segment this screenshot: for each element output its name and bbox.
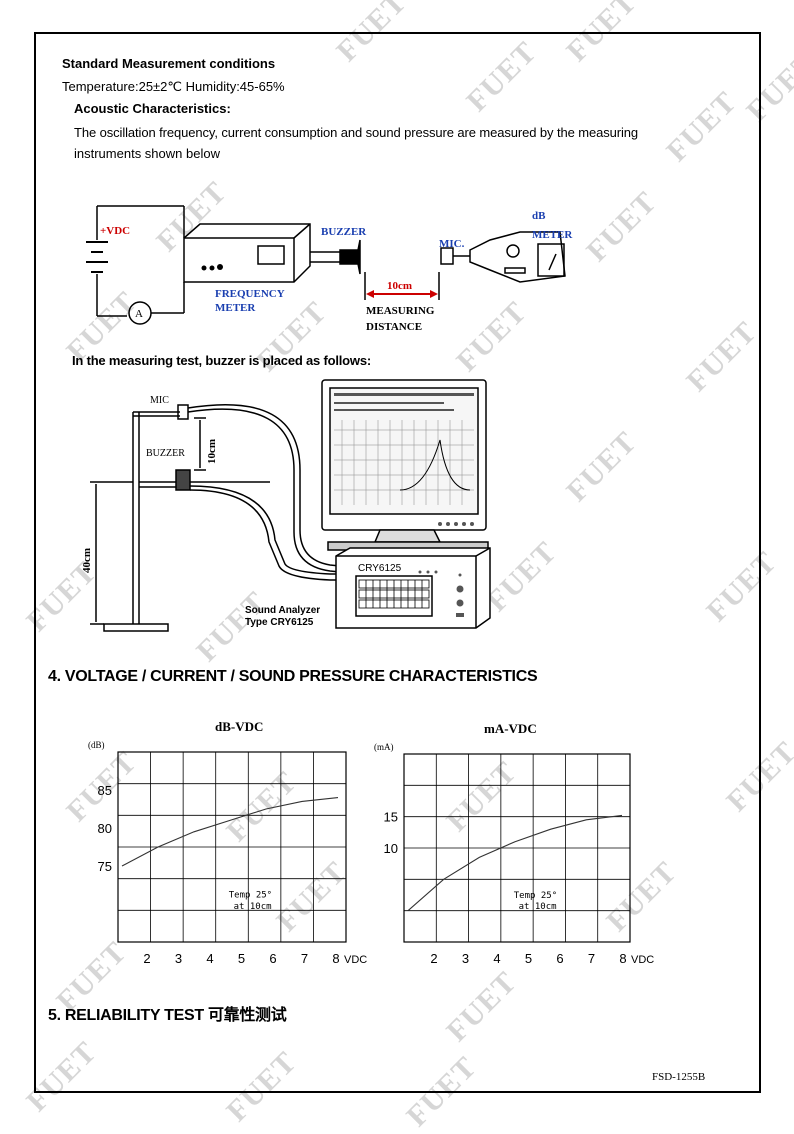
acoustic-heading: Acoustic Characteristics: <box>74 101 231 116</box>
chart-x-tick-label: 4 <box>206 951 213 966</box>
frequency-meter-label-line1: FREQUENCY <box>215 288 285 300</box>
chart-y-tick-label: 80 <box>98 821 112 836</box>
chart-series-line <box>407 814 623 912</box>
db-meter-label-line1: dB <box>532 210 546 222</box>
chart-y-axis-label: (mA) <box>374 742 394 752</box>
setup-buzzer-label: BUZZER <box>146 448 185 459</box>
chart-annotation-line1: Temp 25° <box>229 891 272 901</box>
setup-height-label: 40cm <box>81 548 93 573</box>
chart-x-axis-label: VDC <box>631 954 654 966</box>
section5-title: 5. RELIABILITY TEST 可靠性测试 <box>48 1007 287 1024</box>
chart-x-tick-label: 4 <box>493 951 500 966</box>
chart-x-tick-label: 5 <box>525 951 532 966</box>
chart-annotation-line2: at 10cm <box>234 902 272 912</box>
db-meter-label-line2: METER <box>532 229 573 241</box>
chart-annotation-line2: at 10cm <box>519 902 557 912</box>
chart-x-tick-label: 6 <box>269 951 276 966</box>
chart-y-tick-label: 10 <box>384 841 398 856</box>
chart-y-tick-label: 85 <box>98 783 112 798</box>
chart-series-line <box>121 797 339 867</box>
device-label: CRY6125 <box>358 563 402 574</box>
acoustic-paragraph-line1: The oscillation frequency, current consu… <box>74 125 639 140</box>
chart-x-tick-label: 2 <box>143 951 150 966</box>
measuring-distance-line2: DISTANCE <box>366 321 422 333</box>
mic-label: MIC. <box>439 238 465 250</box>
vdc-label: +VDC <box>100 225 130 237</box>
chart-y-tick-label: 15 <box>384 810 398 825</box>
chart-x-tick-label: 3 <box>462 951 469 966</box>
acoustic-paragraph-line2: instruments shown below <box>74 146 220 161</box>
chart-x-tick-label: 7 <box>588 951 595 966</box>
frequency-meter-label-line2: METER <box>215 302 256 314</box>
page-border <box>34 32 761 1093</box>
setup-mic-label: MIC <box>150 395 169 406</box>
chart-x-axis-label: VDC <box>344 954 367 966</box>
chart-x-tick-label: 8 <box>332 951 339 966</box>
chart-x-tick-label: 7 <box>301 951 308 966</box>
ammeter-label: A <box>135 308 143 320</box>
measurement-circuit-diagram: +VDC A FREQUENCY METER BUZZER MIC. dB ME… <box>86 205 573 333</box>
test-setup-illustration: MIC BUZZER 10cm 40cm CRY6125 Sound Analy… <box>81 379 491 632</box>
doc-number: FSD-1255B <box>652 1071 706 1083</box>
setup-heading: In the measuring test, buzzer is placed … <box>72 353 371 368</box>
analyzer-label-line1: Sound Analyzer <box>245 605 320 616</box>
distance-value: 10cm <box>387 280 412 292</box>
chart-x-tick-label: 8 <box>619 951 626 966</box>
conditions-line: Temperature:25±2℃ Humidity:45-65% <box>62 79 285 94</box>
conditions-heading: Standard Measurement conditions <box>62 56 276 71</box>
chart-x-tick-label: 3 <box>175 951 182 966</box>
chart-x-tick-label: 6 <box>556 951 563 966</box>
section4-title: 4. VOLTAGE / CURRENT / SOUND PRESSURE CH… <box>48 668 538 685</box>
measuring-distance-line1: MEASURING <box>366 305 435 317</box>
buzzer-label: BUZZER <box>321 226 367 238</box>
chart-annotation-line1: Temp 25° <box>514 891 557 901</box>
chart-y-tick-label: 75 <box>98 859 112 874</box>
setup-gap-label: 10cm <box>206 439 218 464</box>
chart-x-tick-label: 2 <box>430 951 437 966</box>
chart-title: mA-VDC <box>484 721 537 736</box>
analyzer-label-line2: Type CRY6125 <box>245 617 314 628</box>
chart-title: dB-VDC <box>215 719 263 734</box>
chart-y-axis-label: (dB) <box>88 740 105 750</box>
chart-x-tick-label: 5 <box>238 951 245 966</box>
